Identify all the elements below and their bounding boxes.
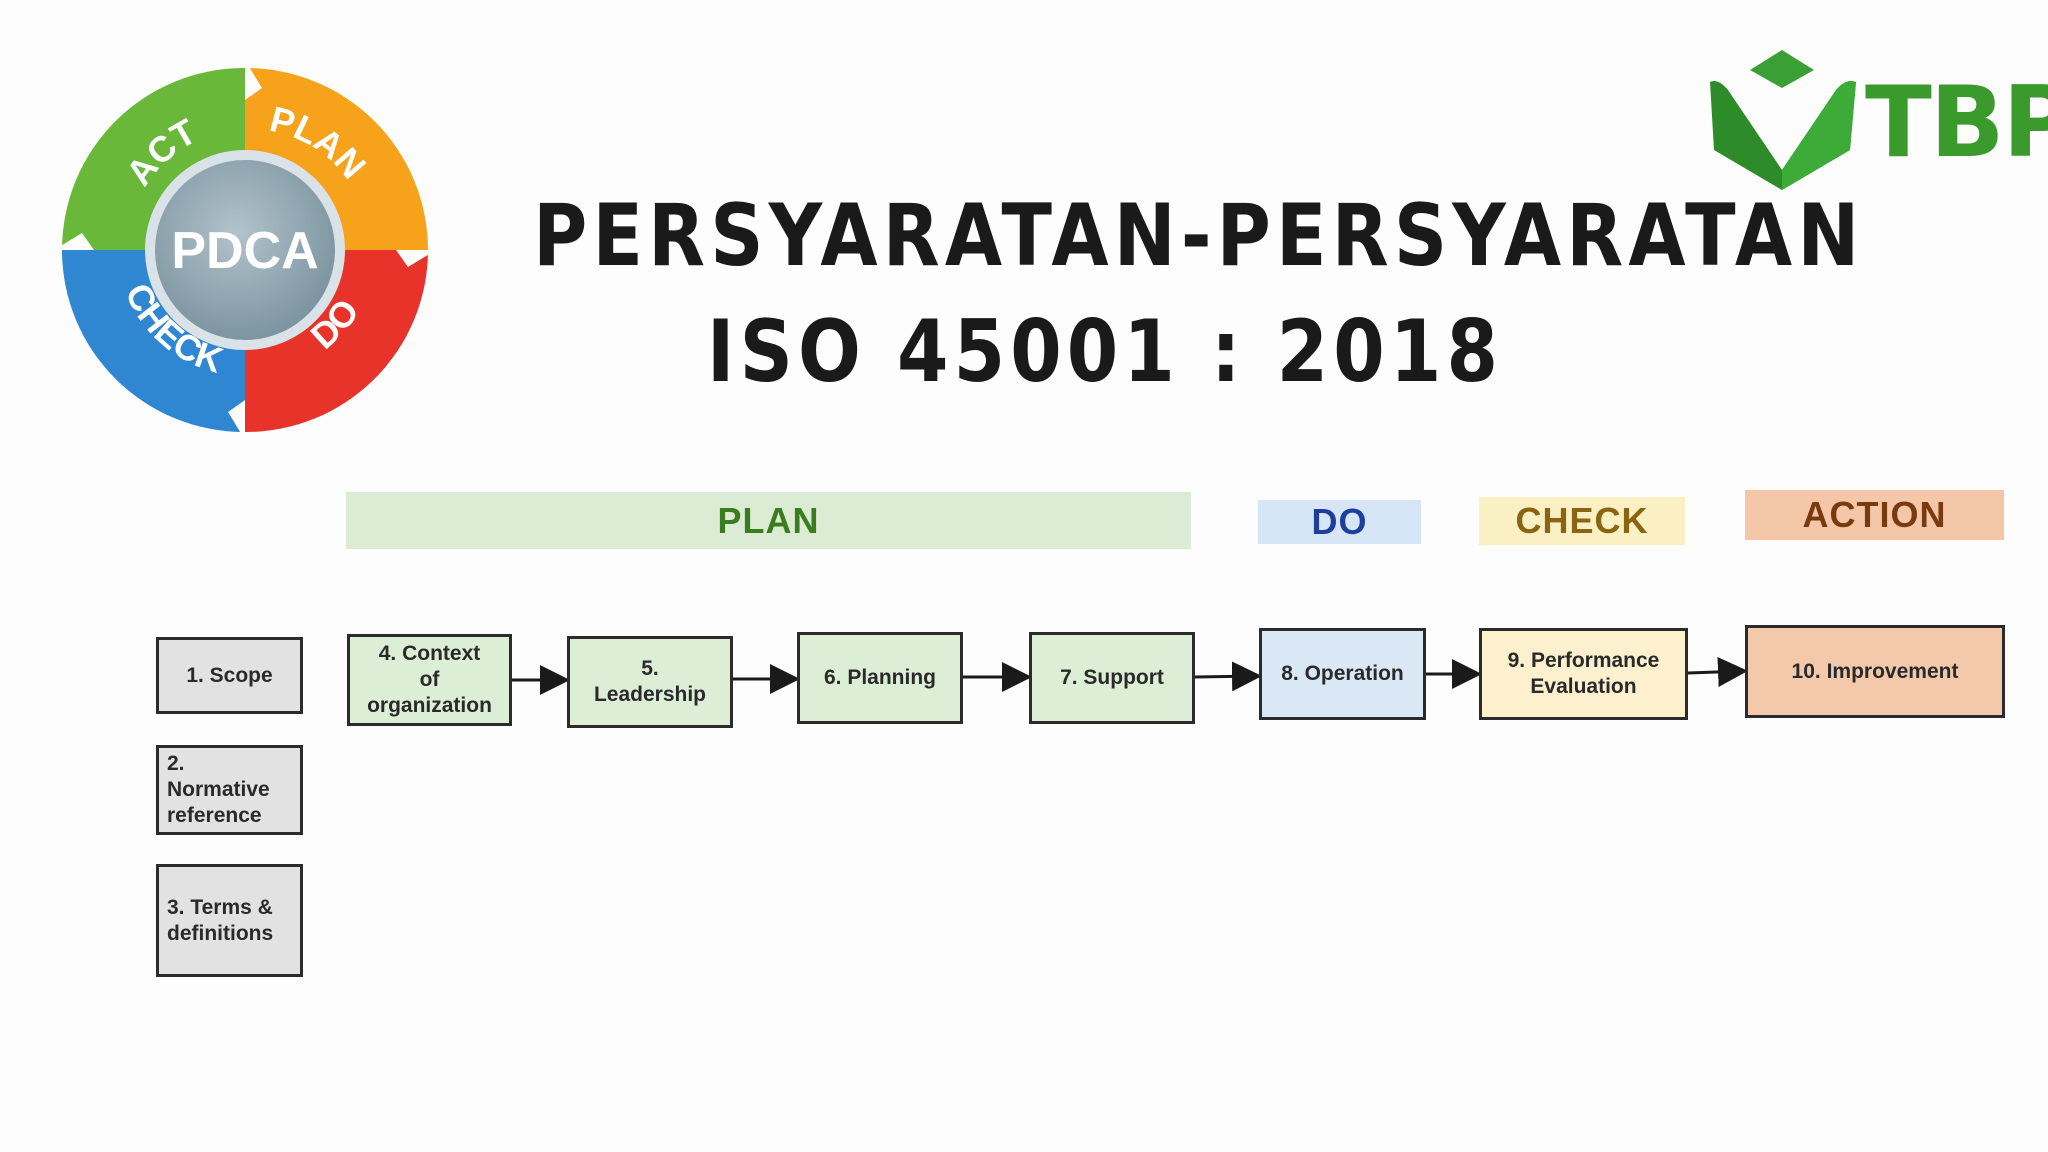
page-title-line-1: PERSYARATAN-PERSYARATAN [533, 186, 1865, 286]
phase-header-do: DO [1258, 500, 1421, 544]
clause-box-scope: 1. Scope [156, 637, 303, 714]
phase-header-check: CHECK [1479, 497, 1685, 545]
flow-arrows [512, 656, 1748, 695]
clause-box-performance-evaluation: 9. Performance Evaluation [1479, 628, 1688, 720]
pdca-segment-do [245, 250, 429, 433]
pdca-segment-plan [245, 67, 428, 250]
clause-box-planning: 6. Planning [797, 632, 963, 724]
clause-box-improvement: 10. Improvement [1745, 625, 2005, 718]
clause-box-context: 4. Context of organization [347, 634, 512, 726]
clause-box-terms-definitions: 3. Terms & definitions [156, 864, 303, 977]
clause-box-normative-reference: 2. Normative reference [156, 745, 303, 835]
phase-header-plan: PLAN [346, 492, 1191, 549]
pdca-wheel: PDCA ACT PLAN CHECK DO [54, 60, 436, 440]
pdca-center-label: PDCA [171, 222, 318, 280]
tbp-logo-icon [1710, 50, 1856, 190]
page-title-line-2: ISO 45001 : 2018 [706, 302, 1504, 402]
phase-header-action: ACTION [1745, 490, 2004, 540]
clause-box-leadership: 5. Leadership [567, 636, 733, 728]
pdca-segment-check [62, 250, 245, 433]
tbp-logo-text: TBP [1865, 66, 2048, 180]
clause-box-operation: 8. Operation [1259, 628, 1426, 720]
clause-box-support: 7. Support [1029, 632, 1195, 724]
pdca-center [155, 160, 335, 340]
arrow-7-8 [1194, 661, 1262, 692]
pdca-segment-act [62, 67, 245, 250]
arrow-9-10 [1687, 656, 1748, 687]
